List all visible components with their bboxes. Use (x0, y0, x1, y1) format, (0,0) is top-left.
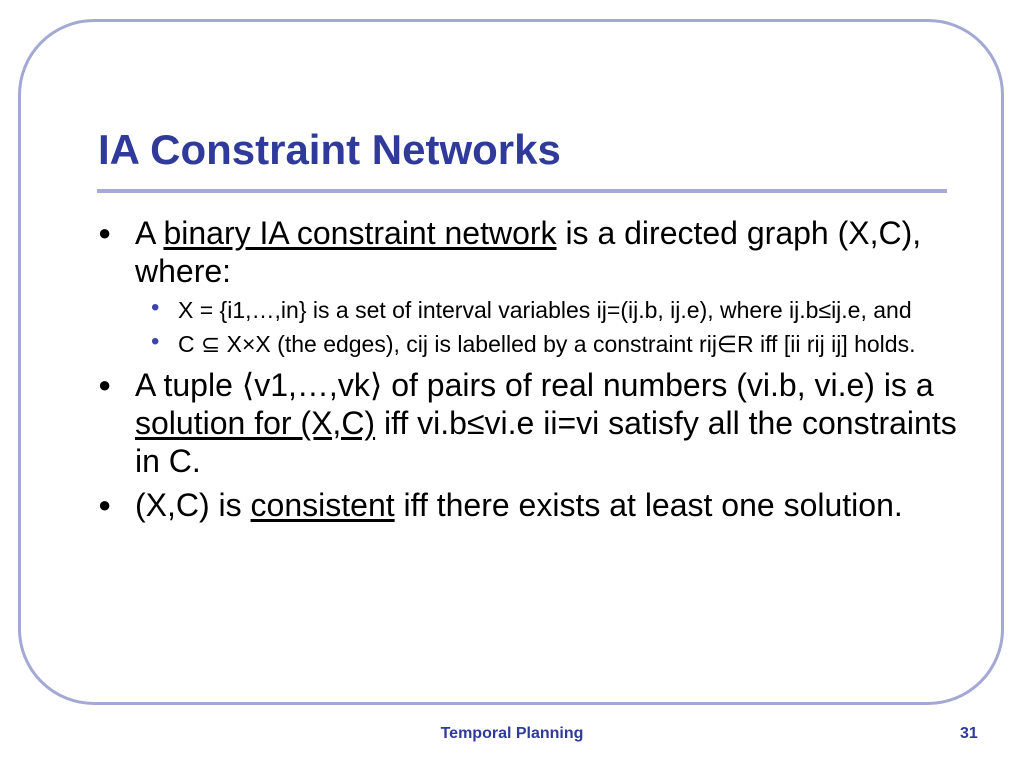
page-number: 31 (960, 725, 978, 742)
bullet-3: ●(X,C) is consistent iff there exists at… (98, 487, 903, 523)
bullet-1-sub-list: • X = {i1,…,in} is a set of interval var… (98, 294, 958, 358)
bullet-1-sub-2-text: C ⊆ X×X (the edges), cij is labelled by … (178, 331, 916, 357)
bullet-marker: ● (98, 220, 112, 245)
bullet-1: ●A binary IA constraint network is a dir… (98, 215, 922, 289)
slide-body: ●A binary IA constraint network is a dir… (98, 214, 958, 530)
bullet-1-sub-2: • C ⊆ X×X (the edges), cij is labelled b… (98, 328, 958, 358)
underlined-term: solution for (X,C) (135, 405, 376, 441)
bullet-marker: ● (98, 492, 112, 517)
slide-frame (18, 19, 1004, 705)
title-divider (97, 189, 947, 193)
slide-title: IA Constraint Networks (98, 126, 561, 173)
bullet-1-sub-1: • X = {i1,…,in} is a set of interval var… (98, 294, 958, 324)
underlined-term: consistent (250, 487, 395, 523)
underlined-term: binary IA constraint network (163, 215, 557, 251)
sub-bullet-marker: • (151, 294, 160, 321)
sub-bullet-marker: • (151, 328, 160, 355)
footer-title: Temporal Planning (440, 725, 584, 742)
bullet-2: ●A tuple ⟨v1,…,vk⟩ of pairs of real numb… (98, 367, 957, 479)
bullet-marker: ● (98, 372, 112, 397)
bullet-1-sub-1-text: X = {i1,…,in} is a set of interval varia… (178, 297, 912, 323)
